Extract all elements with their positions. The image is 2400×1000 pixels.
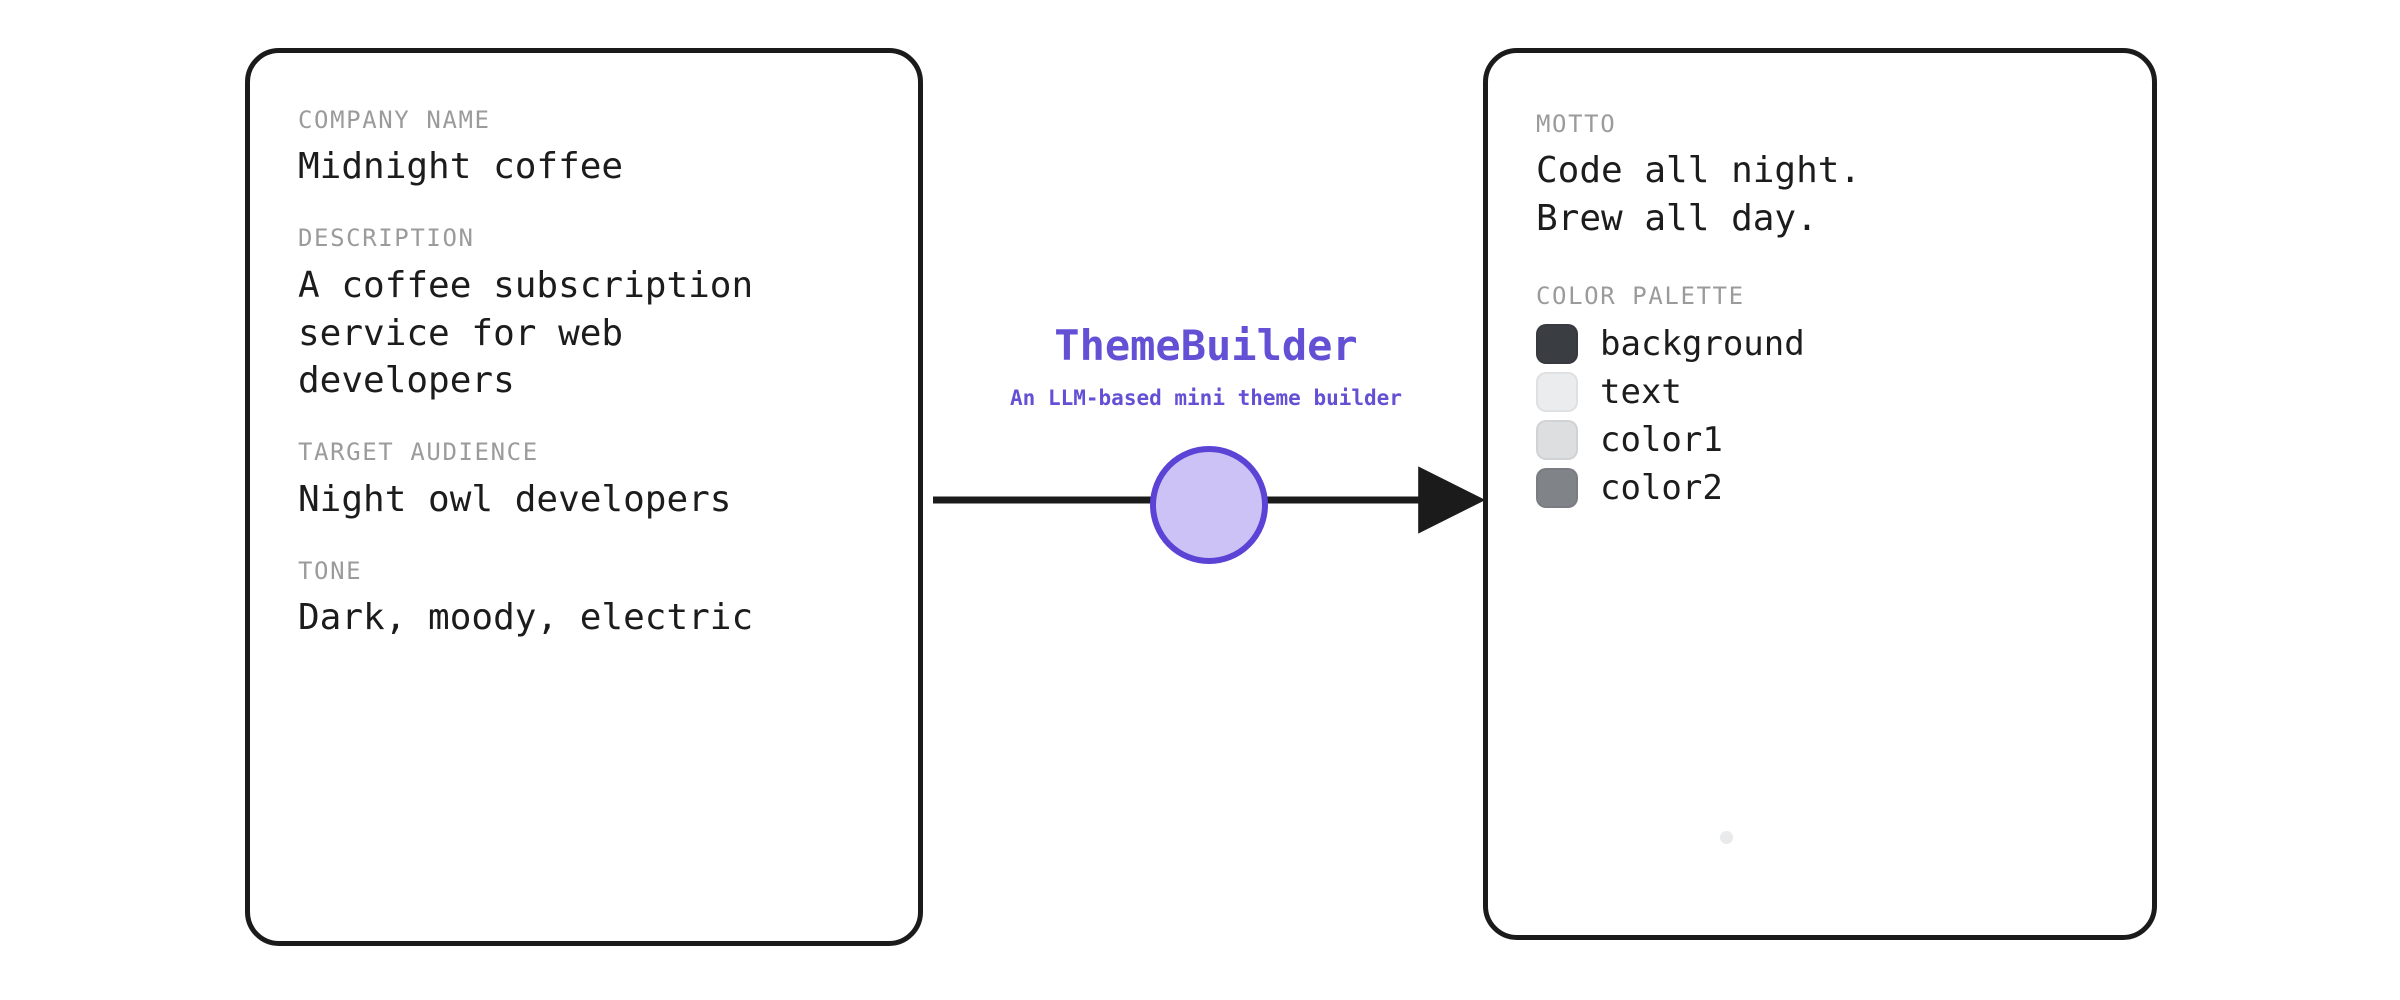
field-tone: TONE Dark, moody, electric: [298, 556, 888, 642]
palette-row[interactable]: color2: [1536, 464, 2122, 512]
field-value-target-audience: Night owl developers: [298, 478, 732, 520]
field-target-audience: TARGET AUDIENCE Night owl developers: [298, 439, 888, 523]
field-value-motto: Code all night. Brew all day.: [1536, 150, 1862, 240]
app-title: ThemeBuilder: [1054, 321, 1358, 370]
field-label-description: DESCRIPTION: [298, 224, 475, 253]
palette-row[interactable]: text: [1536, 368, 2122, 416]
field-label-motto: MOTTO: [1536, 110, 1617, 138]
processing-node-circle: [1150, 446, 1268, 564]
field-label-tone: TONE: [298, 556, 363, 585]
field-label-color-palette: COLOR PALETTE: [1536, 282, 1745, 311]
field-value-description: A coffee subscription service for web de…: [298, 264, 754, 402]
palette-row[interactable]: background: [1536, 320, 2122, 368]
field-label-target-audience: TARGET AUDIENCE: [298, 438, 539, 467]
field-description: DESCRIPTION A coffee subscription servic…: [298, 225, 888, 405]
color-swatch-label: color1: [1600, 419, 1723, 460]
color-swatch-label: background: [1600, 323, 1805, 364]
input-card-content: COMPANY NAME Midnight coffee DESCRIPTION…: [298, 107, 888, 642]
field-motto: MOTTO Code all night. Brew all day.: [1536, 111, 2122, 243]
field-value-company-name: Midnight coffee: [298, 146, 624, 188]
palette-row[interactable]: color1: [1536, 416, 2122, 464]
color-swatch-label: color2: [1600, 467, 1723, 508]
input-brief-card: COMPANY NAME Midnight coffee DESCRIPTION…: [245, 48, 923, 946]
color-swatch-icon[interactable]: [1536, 323, 1578, 364]
output-theme-card: MOTTO Code all night. Brew all day. COLO…: [1483, 48, 2157, 940]
app-subtitle: An LLM-based mini theme builder: [1010, 386, 1402, 411]
color-swatch-icon[interactable]: [1536, 419, 1578, 460]
field-label-company-name: COMPANY NAME: [298, 106, 491, 134]
output-card-content: MOTTO Code all night. Brew all day. COLO…: [1536, 111, 2122, 552]
color-swatch-icon[interactable]: [1536, 371, 1578, 412]
color-palette-list: background text color1 color2: [1536, 320, 2122, 512]
brand-block: ThemeBuilder An LLM-based mini theme bui…: [930, 321, 1482, 411]
field-company-name: COMPANY NAME Midnight coffee: [298, 107, 888, 191]
status-dot-icon: [1720, 831, 1733, 844]
color-swatch-label: text: [1600, 371, 1682, 412]
color-swatch-icon[interactable]: [1536, 467, 1578, 508]
field-value-tone: Dark, moody, electric: [298, 596, 754, 638]
field-color-palette: COLOR PALETTE background text color1: [1536, 283, 2122, 511]
